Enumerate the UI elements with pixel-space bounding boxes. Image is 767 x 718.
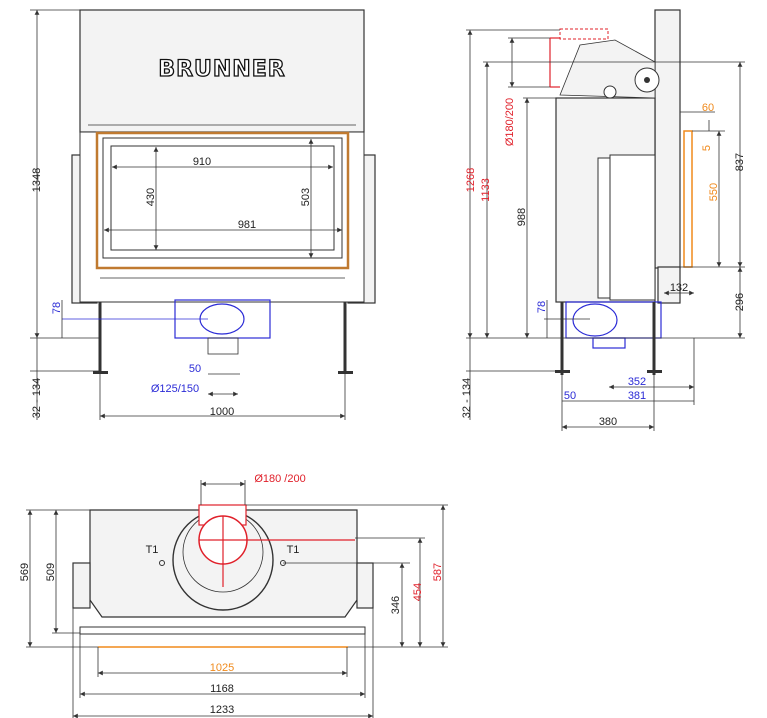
dim-side-leg-range: 32 - 134 [461,378,473,418]
dim-430: 430 [145,188,157,206]
dim-outlet-78: 78 [51,302,63,314]
top-view: T1 T1 Ø180 /200 569 509 346 454 587 1025… [19,473,448,718]
side-door [609,154,656,301]
dim-352: 352 [628,376,646,388]
t1-right-label: T1 [287,544,300,556]
dim-587: 587 [432,563,444,581]
flue-collar [559,39,656,99]
dim-380: 380 [599,416,617,428]
dim-550: 550 [708,183,720,201]
dim-988: 988 [516,208,528,226]
dim-509: 509 [45,563,57,581]
t1-left-label: T1 [146,544,159,556]
flue-outlet-outline [559,28,609,40]
dim-flue-diameter: Ø180/200 [504,98,516,146]
dim-inlet-diameter: Ø125/150 [151,383,199,395]
dim-1168: 1168 [210,683,234,695]
front-hood [79,9,365,133]
dim-381: 381 [628,390,646,402]
dim-1348: 1348 [31,168,43,192]
dim-1000: 1000 [210,406,234,418]
dim-50: 50 [189,363,201,375]
right-lug [356,562,374,609]
side-air-inlet [572,303,618,337]
dim-503: 503 [300,188,312,206]
dim-side-78: 78 [536,301,548,313]
dim-346: 346 [390,596,402,614]
dim-side-50: 50 [564,390,576,402]
dim-910: 910 [193,156,211,168]
front-view: BRUNNER 1348 32 - 134 78 50 Ø125/150 100… [30,9,376,420]
dim-5: 5 [701,145,713,151]
dim-1268: 1268 [465,168,477,192]
dim-leg-range: 32 - 134 [31,378,43,418]
dim-top-flue-diameter: Ø180 /200 [254,473,305,485]
dim-1133: 1133 [480,178,492,202]
dim-296: 296 [734,293,746,311]
frame-orange [683,130,693,268]
dim-1025: 1025 [210,662,234,674]
dim-569: 569 [19,563,31,581]
dim-60: 60 [702,102,714,114]
side-view: 1268 1133 Ø180/200 988 78 837 296 60 5 5… [461,9,746,431]
front-strip [79,626,366,635]
chimney-column [654,9,681,269]
dim-454: 454 [412,583,424,601]
left-lug [72,562,91,609]
dim-1233: 1233 [210,704,234,716]
dim-132: 132 [670,282,688,294]
dim-981: 981 [238,219,256,231]
glass [110,145,335,251]
dim-837: 837 [734,153,746,171]
brunner-logo: BRUNNER [158,57,285,82]
